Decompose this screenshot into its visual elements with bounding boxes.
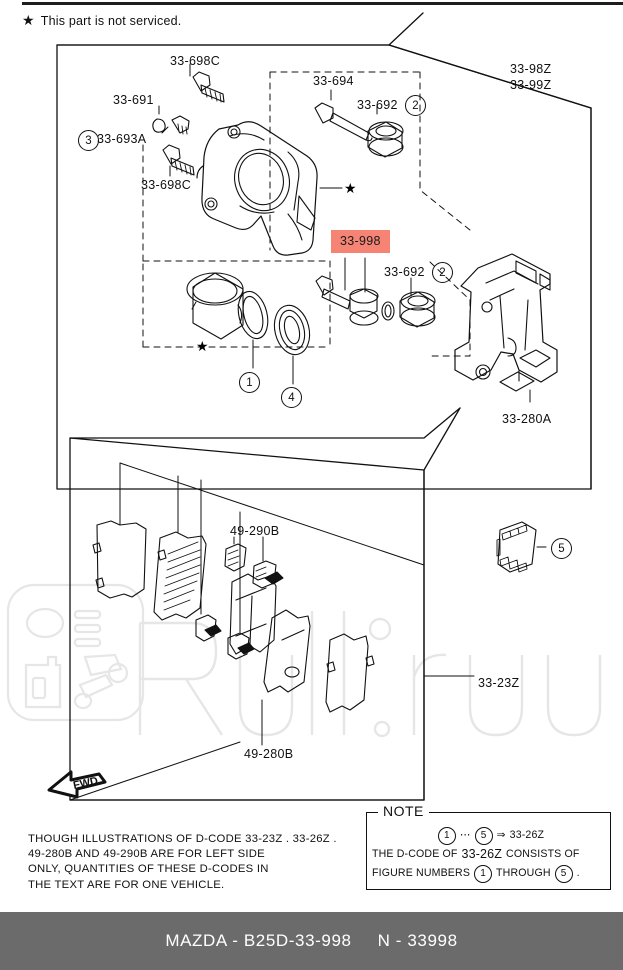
quantity-badge-2-bottom: 2 (432, 262, 453, 283)
disclaimer-line-2: 49-280B AND 49-290B ARE FOR LEFT SIDE (28, 848, 265, 861)
figure-number-4: 4 (281, 387, 302, 408)
fwd-direction-icon: FWD (47, 770, 109, 804)
illustration-disclaimer: THOUGH ILLUSTRATIONS OF D-CODE 33-23Z . … (28, 832, 337, 893)
note-row-2: THE D-CODE OF 33-26Z CONSISTS OF (372, 845, 610, 864)
label-49-290b: 49-290B (230, 524, 280, 538)
label-33-692-bottom: 33-692 (384, 265, 425, 279)
note-figure-5-b: 5 (554, 864, 573, 883)
quantity-badge-2-top: 2 (405, 95, 426, 116)
label-33-698c-top: 33-698C (170, 54, 221, 68)
note-box-body: 1 ⋯ 5 ⇒ 33-26Z THE D-CODE OF 33-26Z CONS… (372, 826, 610, 883)
star-icon: ★ (22, 12, 35, 28)
note-row2-prefix: THE D-CODE OF (372, 848, 458, 860)
note-figure-1-b: 1 (474, 864, 493, 883)
note-row-1: 1 ⋯ 5 ⇒ 33-26Z (372, 826, 610, 845)
note-ellipsis: ⋯ (459, 829, 471, 841)
fwd-label: FWD (72, 775, 99, 792)
star-icon-piston: ★ (196, 338, 209, 354)
footer-bar: MAZDA - B25D-33-998 N - 33998 (0, 912, 623, 970)
note-box-title: NOTE (378, 803, 429, 819)
highlighted-part-number[interactable]: 33-998 (331, 230, 390, 253)
note-row3-prefix: FIGURE NUMBERS (372, 867, 471, 879)
label-33-98z: 33-98Z (510, 62, 552, 76)
label-33-698c-bottom: 33-698C (141, 178, 192, 192)
footer-catalog-reference: N - 33998 (377, 931, 458, 950)
top-divider-rule (22, 2, 623, 5)
note-arrow-icon: ⇒ (496, 829, 506, 841)
note-dcode-2: 33-26Z (461, 847, 503, 861)
label-33-691: 33-691 (113, 93, 154, 107)
advisory-note: ★ This part is not serviced. (22, 12, 181, 29)
note-row3-middle: THROUGH (496, 867, 551, 879)
figure-number-5: 5 (551, 538, 572, 559)
label-49-280b: 49-280B (244, 747, 294, 761)
note-figure-1: 1 (437, 826, 456, 845)
figure-number-3: 3 (78, 130, 99, 151)
note-row2-suffix: CONSISTS OF (506, 848, 580, 860)
disclaimer-line-1: THOUGH ILLUSTRATIONS OF D-CODE 33-23Z . … (28, 833, 337, 845)
label-33-99z: 33-99Z (510, 78, 552, 92)
footer-brand-part-number: MAZDA - B25D-33-998 (165, 931, 352, 950)
figure-number-1: 1 (239, 372, 260, 393)
label-33-692-top: 33-692 (357, 98, 398, 112)
disclaimer-line-4: THE TEXT ARE FOR ONE VEHICLE. (28, 878, 225, 891)
note-row-3: FIGURE NUMBERS 1 THROUGH 5 . (372, 864, 610, 883)
advisory-text: This part is not serviced. (40, 13, 182, 28)
label-33-280a: 33-280A (502, 412, 552, 426)
label-33-693a: 33-693A (97, 132, 147, 146)
note-figure-5: 5 (474, 826, 493, 845)
note-dcode-1: 33-26Z (509, 829, 545, 841)
disclaimer-line-3: ONLY, QUANTITIES OF THESE D-CODES IN (28, 863, 269, 876)
star-icon-caliper: ★ (344, 180, 357, 196)
note-box (366, 812, 611, 890)
label-33-23z: 33-23Z (478, 676, 520, 690)
label-33-694: 33-694 (313, 74, 354, 88)
note-row3-period: . (576, 867, 580, 879)
